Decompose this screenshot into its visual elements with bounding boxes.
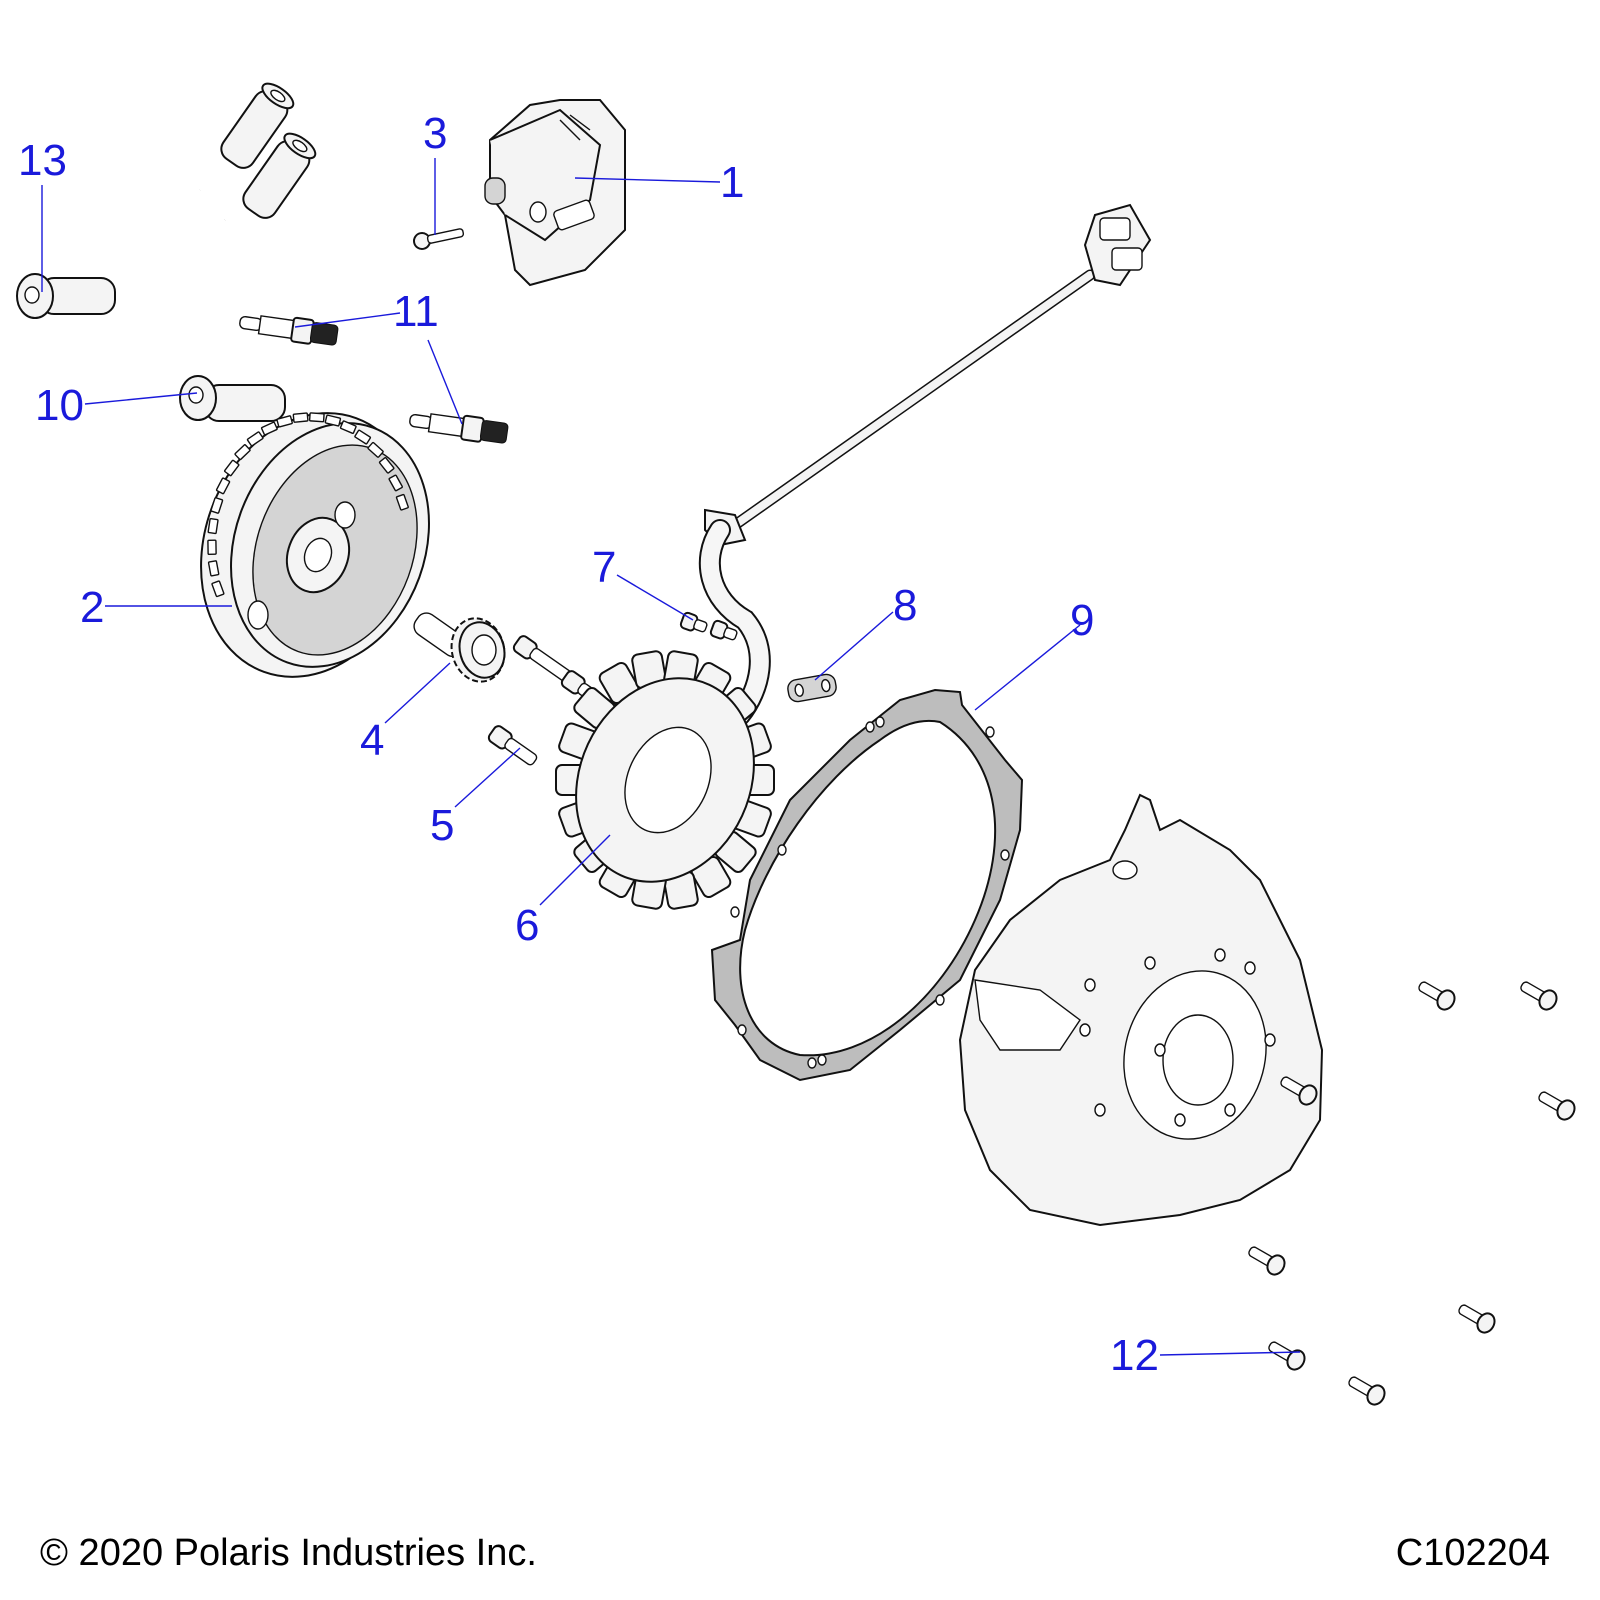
callout-1: 1: [720, 158, 744, 207]
cover-bolt: [1418, 981, 1456, 1011]
callout-9: 9: [1070, 596, 1094, 645]
leader-11b: [427, 339, 463, 425]
callout-6: 6: [515, 901, 539, 950]
ignition-module-part: [484, 99, 626, 287]
gasket-hole: [730, 906, 740, 918]
cover-bolt: [1458, 1304, 1496, 1334]
flywheel-slot: [388, 474, 403, 492]
cover-bolt-hole: [1084, 978, 1096, 992]
leader-10: [84, 392, 198, 405]
leader-12: [1159, 1351, 1301, 1356]
harness-screws: [679, 611, 738, 641]
cover-bolt: [1268, 1341, 1306, 1371]
flywheel-slot: [234, 444, 251, 461]
leader-7: [616, 574, 694, 621]
leader-8: [814, 611, 894, 681]
cover-bolt-hole: [1094, 1103, 1106, 1117]
flywheel-slot: [292, 412, 309, 423]
starter-gear-part: [413, 612, 506, 683]
leader-lines: [41, 158, 1301, 1356]
stator-screw-5: [487, 725, 538, 766]
gasket-hole: [1000, 849, 1010, 861]
flywheel-slot: [246, 431, 264, 447]
gasket-hole: [777, 844, 787, 856]
flywheel-slot: [260, 421, 278, 436]
flywheel-slot: [210, 497, 224, 514]
stator-part: [555, 650, 775, 910]
cover-bolt: [1280, 1076, 1318, 1106]
cover-bolt-hole: [1154, 1043, 1166, 1057]
cover-bolts: [1248, 981, 1576, 1406]
leader-11a: [294, 312, 401, 328]
leader-4: [384, 662, 451, 724]
flywheel-slot: [367, 441, 384, 458]
gasket-hole: [817, 1054, 827, 1066]
callout-4: 4: [360, 716, 384, 765]
flywheel-slot: [215, 477, 231, 495]
callout-labels: 1 2 3 4 5 6 7 8 9 10 11 12 13: [18, 109, 1159, 1380]
cover-bolt-hole: [1264, 1033, 1276, 1047]
gasket-hole: [985, 726, 995, 738]
spark-plug-upper: [239, 315, 339, 346]
callout-7: 7: [592, 543, 616, 592]
gasket-hole: [865, 721, 875, 733]
stator-harness: [698, 203, 1152, 726]
callout-3: 3: [423, 109, 447, 158]
module-screw-part: [413, 228, 465, 250]
flywheel-slot: [395, 493, 409, 511]
flywheel-slot: [207, 518, 219, 535]
flywheel-slot: [224, 459, 240, 477]
leader-5: [454, 747, 521, 808]
flywheel-slot: [354, 429, 372, 445]
gasket-hole: [807, 1057, 817, 1069]
callout-2: 2: [80, 583, 104, 632]
callout-13: 13: [18, 136, 67, 185]
cover-bolt: [1248, 1246, 1286, 1276]
wire-clamp-part: [787, 673, 837, 703]
gasket-hole: [875, 716, 885, 728]
spark-plug-lower: [409, 413, 509, 444]
spark-plug-cap-10: [179, 375, 286, 422]
spark-plug-cap-13: [16, 273, 116, 319]
callout-12: 12: [1110, 1331, 1159, 1380]
drawing-number: C102204: [1395, 1532, 1550, 1574]
cover-bolt-hole: [1174, 1113, 1186, 1127]
cover-bolt: [1520, 981, 1558, 1011]
cover-bolt-hole: [1144, 956, 1156, 970]
flywheel-slot: [207, 539, 217, 555]
cover-housing: [958, 793, 1324, 1227]
callout-11: 11: [393, 287, 439, 336]
cover-bolt-hole: [1079, 1023, 1091, 1037]
cover-bolt: [1538, 1091, 1576, 1121]
cover-bolt-hole: [1224, 1103, 1236, 1117]
gasket-part: [710, 688, 1024, 1082]
callout-5: 5: [430, 801, 454, 850]
gasket-hole: [935, 994, 945, 1006]
flywheel-slot: [339, 420, 357, 434]
cover-bolt: [1348, 1376, 1386, 1406]
flywheel-slot: [324, 414, 342, 427]
spark-plug-leads: [16, 82, 317, 422]
callout-10: 10: [35, 381, 84, 430]
leader-9: [974, 624, 1081, 711]
flywheel-slot: [211, 580, 225, 598]
flywheel-part: [200, 412, 430, 678]
cover-bolt-hole: [1214, 948, 1226, 962]
flywheel-slot: [378, 457, 395, 474]
copyright-notice: © 2020 Polaris Industries Inc.: [40, 1532, 537, 1574]
cover-bolt-hole: [1244, 961, 1256, 975]
leader-1: [574, 177, 721, 183]
callout-8: 8: [893, 581, 917, 630]
flywheel-slot: [276, 415, 293, 428]
leader-6: [539, 834, 611, 906]
flywheel-slot: [207, 560, 220, 577]
gasket-hole: [737, 1024, 747, 1036]
flywheel-slot: [308, 412, 325, 423]
